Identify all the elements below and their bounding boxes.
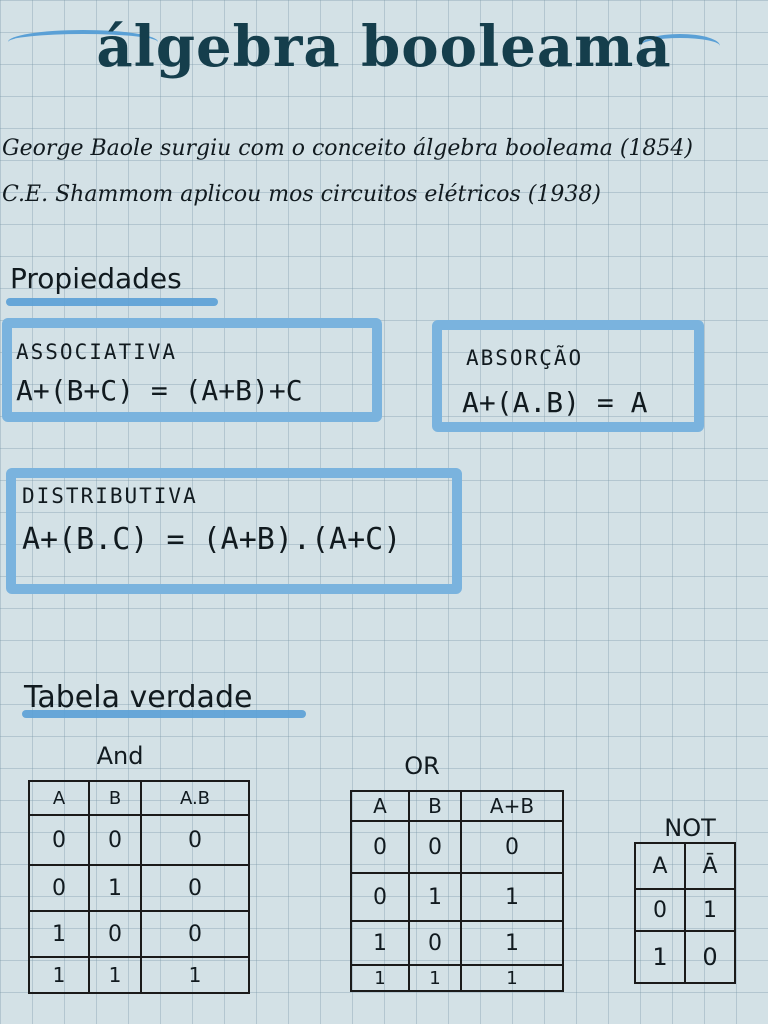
title-swash-left bbox=[8, 30, 158, 54]
and-cell: 1 bbox=[140, 956, 250, 994]
not-cell: 0 bbox=[634, 888, 686, 932]
not-cell: 1 bbox=[684, 888, 736, 932]
or-header-b: B bbox=[408, 790, 462, 822]
truth-table-heading: Tabela verdade bbox=[24, 680, 253, 715]
associativa-name: Associativa bbox=[16, 340, 178, 364]
and-cell: 0 bbox=[140, 864, 250, 912]
not-cell: 1 bbox=[634, 930, 686, 984]
distributiva-name: Distributiva bbox=[22, 484, 198, 508]
or-header-a: A bbox=[350, 790, 410, 822]
and-cell: 1 bbox=[88, 864, 142, 912]
not-header-not-a: Ā bbox=[684, 842, 736, 890]
and-cell: 1 bbox=[88, 956, 142, 994]
or-cell: 1 bbox=[408, 964, 462, 992]
and-cell: 0 bbox=[140, 814, 250, 866]
or-cell: 0 bbox=[350, 872, 410, 922]
and-table: A B A.B 0 0 0 0 1 0 1 0 0 1 1 1 bbox=[28, 780, 250, 994]
or-cell: 0 bbox=[408, 920, 462, 966]
and-cell: 0 bbox=[140, 910, 250, 958]
distributiva-formula: A+(B.C) = (A+B).(A+C) bbox=[22, 522, 402, 557]
or-cell: 0 bbox=[408, 820, 462, 874]
not-table: A Ā 0 1 1 0 bbox=[634, 842, 736, 984]
not-table-title: NOT bbox=[664, 814, 716, 842]
properties-underline bbox=[6, 298, 218, 306]
title-swash-right bbox=[640, 34, 720, 58]
or-cell: 1 bbox=[460, 872, 564, 922]
absorcao-name: Absorção bbox=[466, 346, 584, 370]
or-cell: 1 bbox=[460, 964, 564, 992]
and-header-ab: A.B bbox=[140, 780, 250, 816]
and-cell: 1 bbox=[28, 910, 90, 958]
distributiva-box bbox=[6, 468, 462, 594]
properties-heading: Propiedades bbox=[10, 262, 182, 295]
or-table: A B A+B 0 0 0 0 1 1 1 0 1 1 1 1 bbox=[350, 790, 564, 992]
intro-line-2: C.E. Shammom aplicou mos circuitos elétr… bbox=[2, 182, 601, 207]
and-cell: 0 bbox=[28, 864, 90, 912]
associativa-formula: A+(B+C) = (A+B)+C bbox=[16, 374, 303, 407]
or-cell: 1 bbox=[408, 872, 462, 922]
or-cell: 1 bbox=[460, 920, 564, 966]
or-table-title: OR bbox=[404, 752, 440, 780]
not-header-a: A bbox=[634, 842, 686, 890]
and-cell: 0 bbox=[28, 814, 90, 866]
or-cell: 0 bbox=[460, 820, 564, 874]
and-header-b: B bbox=[88, 780, 142, 816]
and-table-title: And bbox=[96, 742, 144, 770]
absorcao-box bbox=[432, 320, 704, 432]
absorcao-formula: A+(A.B) = A bbox=[462, 386, 648, 419]
or-cell: 0 bbox=[350, 820, 410, 874]
associativa-box bbox=[2, 318, 382, 422]
or-header-ab: A+B bbox=[460, 790, 564, 822]
and-cell: 0 bbox=[88, 910, 142, 958]
not-cell: 0 bbox=[684, 930, 736, 984]
intro-line-1: George Baole surgiu com o conceito álgeb… bbox=[2, 136, 693, 161]
or-cell: 1 bbox=[350, 964, 410, 992]
or-cell: 1 bbox=[350, 920, 410, 966]
page-title: álgebra booleama bbox=[96, 14, 672, 80]
and-cell: 1 bbox=[28, 956, 90, 994]
truth-table-underline bbox=[22, 710, 306, 718]
and-header-a: A bbox=[28, 780, 90, 816]
and-cell: 0 bbox=[88, 814, 142, 866]
